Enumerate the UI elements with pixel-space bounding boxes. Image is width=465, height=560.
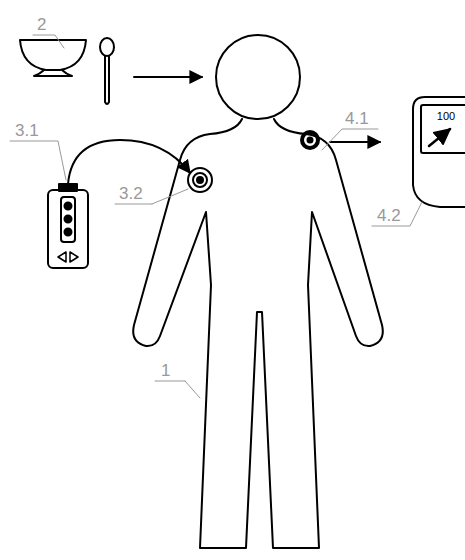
leader-line xyxy=(372,202,422,226)
feed-arrow xyxy=(134,76,202,78)
head xyxy=(216,35,300,119)
bowl-foot xyxy=(34,70,72,76)
device-panel xyxy=(61,197,75,242)
device-led xyxy=(65,229,72,236)
meter-needle xyxy=(429,129,450,146)
cable xyxy=(68,140,190,184)
body-outline xyxy=(133,119,383,548)
device-led xyxy=(65,216,72,223)
leader-line xyxy=(155,381,200,398)
meter-display: 100 xyxy=(420,104,465,154)
sensor xyxy=(302,132,318,148)
signal-arrow xyxy=(330,141,380,143)
bowl xyxy=(20,40,86,70)
patch-sensor xyxy=(197,177,203,183)
leader-line xyxy=(10,141,66,180)
sensor xyxy=(308,138,313,143)
callout-number: 1 xyxy=(160,362,171,380)
patch-sensor xyxy=(193,173,207,187)
callout-number: 3.1 xyxy=(14,122,40,140)
device-led xyxy=(65,203,72,210)
callout-number: 2 xyxy=(36,16,47,34)
device-connector xyxy=(59,184,77,191)
pump-device xyxy=(48,190,88,268)
callout-number: 3.2 xyxy=(118,185,144,203)
leader-line xyxy=(33,35,64,48)
meter-housing xyxy=(413,97,465,207)
patch-sensor xyxy=(188,168,212,192)
callout-number: 4.2 xyxy=(376,207,402,225)
spoon-handle xyxy=(105,56,109,104)
device-buttons xyxy=(58,252,78,262)
leader-line xyxy=(322,129,378,150)
callout-number: 4.1 xyxy=(344,110,370,128)
spoon-head xyxy=(100,38,114,56)
meter-reading: 100 xyxy=(422,106,465,122)
